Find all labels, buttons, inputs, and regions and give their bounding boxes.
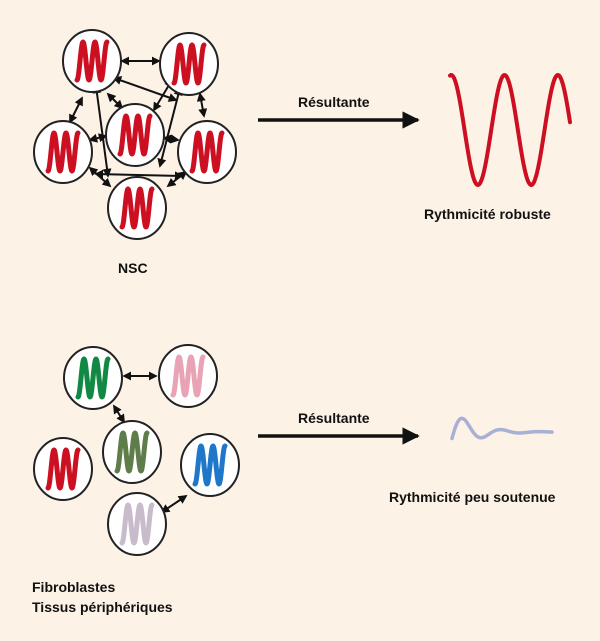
oscillator-cell	[177, 120, 237, 184]
top-arrow-label: Résultante	[298, 94, 370, 110]
oscillator-cell	[102, 420, 162, 484]
weak-rhythm-label: Rythmicité peu soutenue	[389, 489, 556, 505]
oscillator-cell	[107, 176, 167, 240]
oscillator-cell	[63, 346, 123, 410]
oscillator-cell	[33, 120, 93, 184]
oscillator-cell	[62, 29, 122, 93]
oscillator-cell	[158, 344, 218, 408]
oscillator-cell	[105, 103, 165, 167]
oscillator-cell	[107, 492, 167, 556]
weak-rhythm-wave	[450, 416, 554, 441]
peripheral-coupling-arrows	[113, 371, 188, 513]
robust-rhythm-wave	[448, 72, 572, 188]
nsc-label: NSC	[118, 260, 148, 276]
fibroblasts-label: Fibroblastes	[32, 579, 116, 595]
oscillator-cell	[180, 433, 240, 497]
peripheral-oscillator-cells	[33, 344, 240, 556]
bottom-arrow-label: Résultante	[298, 410, 370, 426]
oscillator-cell	[33, 437, 93, 501]
peripheral-tissues-label: Tissus périphériques	[32, 599, 173, 615]
oscillator-cell	[159, 32, 219, 96]
robust-rhythm-label: Rythmicité robuste	[424, 206, 551, 222]
nsc-oscillator-cells	[33, 29, 237, 240]
